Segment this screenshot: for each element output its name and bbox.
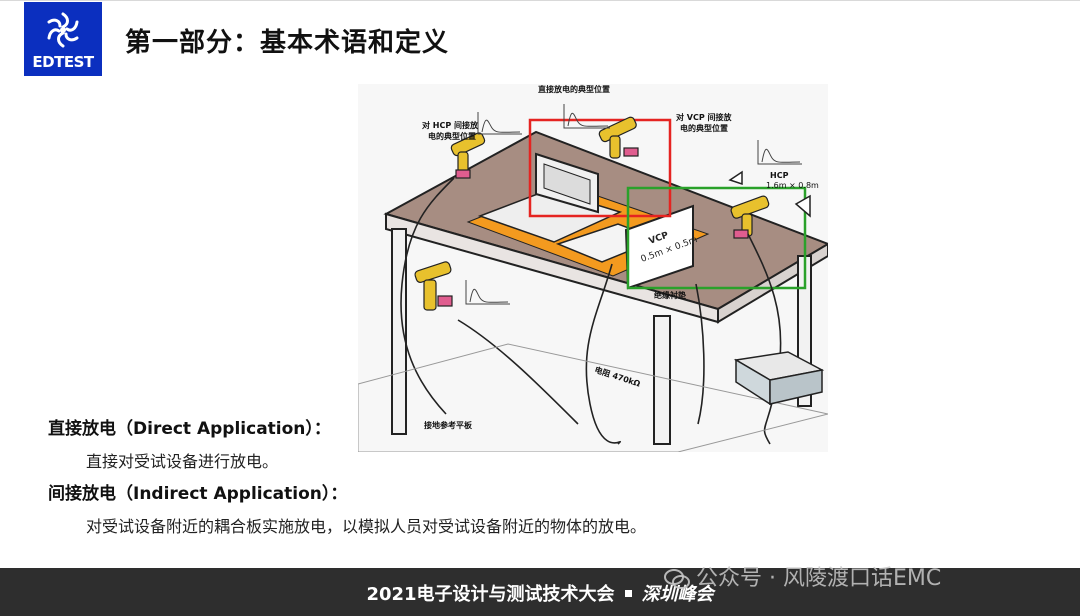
footer-text: 2021电子设计与测试技术大会 深圳峰会 bbox=[0, 580, 1080, 606]
hcp-indirect-label: 对 HCP 间接放 bbox=[422, 120, 479, 130]
waveform-icon bbox=[465, 280, 510, 305]
watermark-text: 公众号 · 风陵渡口话EMC bbox=[696, 566, 942, 591]
waveform-icon bbox=[563, 104, 610, 129]
hcp-label: HCP bbox=[770, 171, 789, 180]
hcp-indirect-label-2: 电的典型位置 bbox=[428, 131, 476, 141]
footer-bar: 2021电子设计与测试技术大会 深圳峰会 bbox=[0, 568, 1080, 616]
logo-emblem-icon bbox=[47, 12, 79, 48]
top-divider bbox=[0, 0, 1080, 1]
direct-application-term: 直接放电（Direct Application）： bbox=[48, 419, 331, 439]
direct-discharge-highlight bbox=[528, 118, 672, 218]
logo-text: EDTEST bbox=[32, 53, 94, 71]
waveform-icon bbox=[477, 112, 522, 135]
esd-gun-icon bbox=[450, 132, 486, 179]
hcp-marker bbox=[728, 170, 743, 186]
esd-gun-icon bbox=[414, 261, 453, 311]
ground-plane-label: 接地参考平板 bbox=[424, 420, 473, 430]
indirect-discharge-highlight bbox=[626, 186, 807, 290]
ground-reference-plane bbox=[357, 343, 829, 453]
wechat-icon bbox=[664, 569, 690, 589]
footer-separator-icon bbox=[624, 590, 632, 597]
footer-event-name: 2021电子设计与测试技术大会 bbox=[366, 584, 615, 605]
table-leg bbox=[653, 315, 671, 445]
hcp-size-label: 1.6m × 0.8m bbox=[766, 181, 819, 190]
vcp-indirect-label-2: 电的典型位置 bbox=[680, 123, 728, 133]
footer-city: 深圳峰会 bbox=[641, 584, 714, 605]
watermark: 公众号 · 风陵渡口话EMC bbox=[664, 560, 941, 592]
esd-gun-icon bbox=[730, 195, 770, 239]
esd-gun-icon bbox=[598, 116, 639, 159]
indirect-application-term: 间接放电（Indirect Application）： bbox=[48, 484, 348, 504]
edtest-logo: EDTEST bbox=[24, 2, 102, 76]
waveform-icon bbox=[757, 140, 802, 165]
insulation-label: 绝缘衬垫 bbox=[654, 290, 686, 300]
direct-application-desc: 直接对受试设备进行放电。 bbox=[86, 452, 279, 471]
esd-test-setup-figure: 0.5m × 0.5m VCP bbox=[357, 84, 831, 453]
page-title: 第一部分：基本术语和定义 bbox=[125, 28, 450, 58]
esd-generator bbox=[733, 351, 825, 406]
vcp-indirect-label: 对 VCP 间接放 bbox=[676, 112, 732, 122]
indirect-application-desc: 对受试设备附近的耦合板实施放电，以模拟人员对受试设备附近的物体的放电。 bbox=[86, 517, 647, 536]
direct-position-label: 直接放电的典型位置 bbox=[538, 84, 610, 94]
hcp-marker bbox=[794, 194, 811, 218]
